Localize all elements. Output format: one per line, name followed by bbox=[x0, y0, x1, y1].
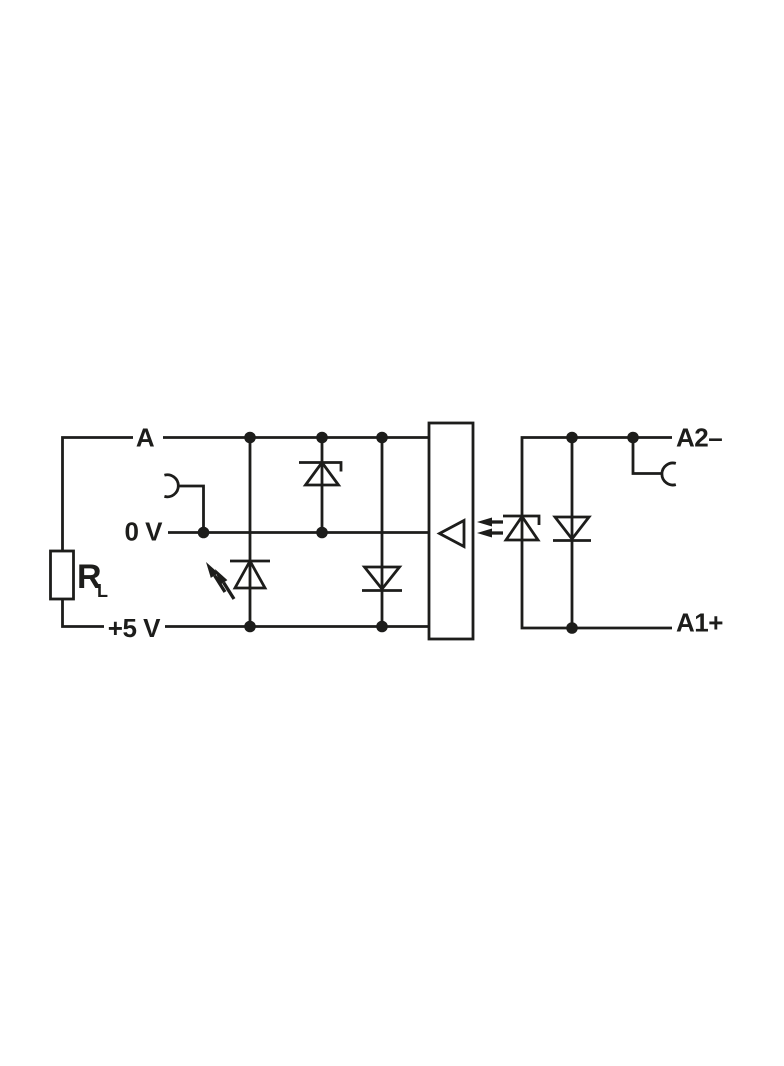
amplifier-triangle-icon bbox=[436, 518, 466, 549]
opto-input-led-icon bbox=[503, 514, 541, 542]
junction-dot bbox=[627, 431, 639, 444]
status-led-icon bbox=[206, 558, 270, 600]
label-terminal-a2-minus: A2– bbox=[676, 423, 722, 453]
junction-dot bbox=[376, 620, 388, 633]
junction-dot bbox=[244, 620, 256, 633]
label-0v: 0 V bbox=[124, 517, 163, 547]
junction-dot bbox=[244, 431, 256, 444]
junction-dot bbox=[566, 622, 578, 634]
junction-dot bbox=[566, 431, 578, 444]
amplifier-box bbox=[427, 421, 475, 641]
load-resistor-icon bbox=[49, 549, 75, 601]
junction-dot bbox=[316, 526, 328, 539]
female-connector-icon-left bbox=[164, 473, 180, 499]
load-resistor-label: R bbox=[77, 558, 101, 596]
reverse-protection-diode-icon bbox=[552, 515, 592, 542]
protection-diode-icon bbox=[361, 565, 403, 592]
wire-connector-stub-left bbox=[178, 484, 205, 533]
female-connector-icon-right bbox=[660, 461, 677, 487]
wire-right-loop bbox=[520, 436, 672, 630]
light-emission-arrows-icon bbox=[477, 517, 503, 538]
junction-dot bbox=[197, 526, 210, 539]
right-circuit: A2– A1+ bbox=[503, 423, 724, 638]
junction-dot bbox=[376, 431, 388, 444]
label-terminal-a1-plus: A1+ bbox=[676, 608, 723, 638]
wire-connector-stub-right bbox=[631, 437, 662, 475]
label-signal-a: A bbox=[136, 423, 155, 453]
amplifier bbox=[427, 421, 475, 641]
zener-diode-icon bbox=[299, 460, 343, 487]
load-resistor-label-subscript: L bbox=[97, 581, 108, 601]
left-circuit: A 0 V +5 V R L bbox=[49, 423, 429, 643]
led-emission-arrows-icon bbox=[206, 562, 236, 600]
junction-dot bbox=[316, 431, 328, 444]
wire-left-frame bbox=[61, 436, 133, 628]
label-plus5v: +5 V bbox=[108, 613, 161, 643]
